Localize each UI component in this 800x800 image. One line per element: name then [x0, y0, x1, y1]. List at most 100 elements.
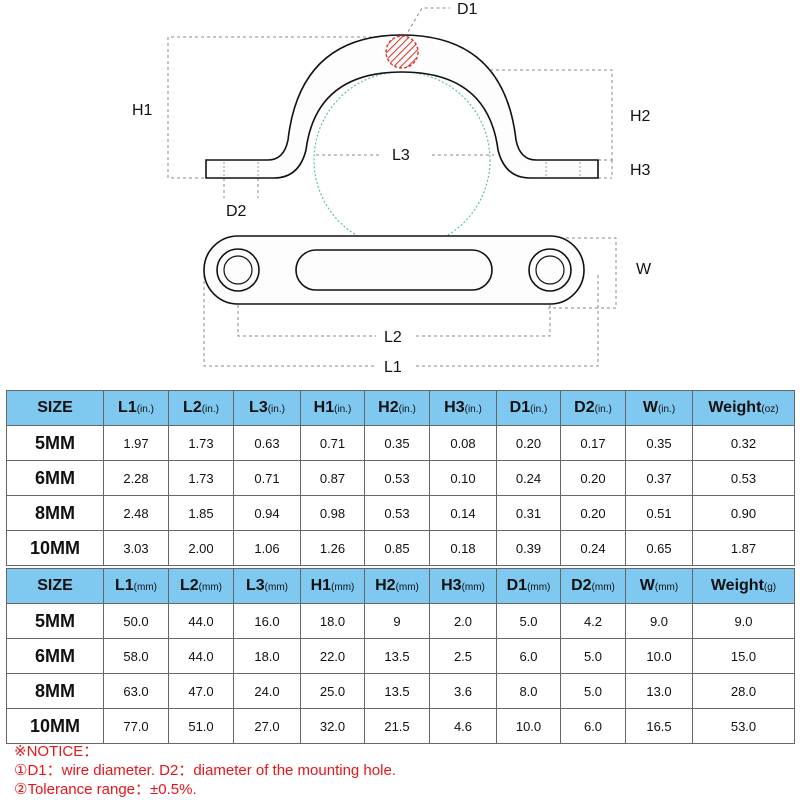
column-header-label: H1 — [313, 399, 335, 416]
value-cell: 15.0 — [692, 638, 795, 674]
value-cell: 10.0 — [496, 708, 561, 744]
value-cell: 13.5 — [364, 673, 430, 709]
value-cell: 0.32 — [692, 425, 795, 461]
value-cell: 22.0 — [300, 638, 365, 674]
column-header-unit: (in.) — [530, 404, 548, 415]
value-cell: 2.48 — [103, 495, 169, 531]
column-header: L1(mm) — [103, 568, 169, 604]
clamp-top-view — [203, 235, 585, 305]
value-cell: 18.0 — [300, 603, 365, 639]
value-cell: 0.14 — [429, 495, 497, 531]
label-h1: H1 — [132, 102, 153, 119]
value-cell: 1.73 — [168, 460, 234, 496]
notice-block: ※NOTICE： ①D1：wire diameter. D2：diameter … — [14, 742, 396, 799]
label-l2: L2 — [384, 329, 402, 346]
value-cell: 13.5 — [364, 638, 430, 674]
notice-line-2: ②Tolerance range：±0.5%. — [14, 781, 197, 798]
column-header-unit: (mm) — [395, 582, 419, 593]
column-header-label: H3 — [444, 399, 465, 416]
value-cell: 2.00 — [168, 530, 234, 566]
value-cell: 32.0 — [300, 708, 365, 744]
label-l1: L1 — [384, 359, 402, 376]
label-w: W — [636, 261, 652, 278]
column-header-label: Weight — [708, 399, 762, 416]
label-d1: D1 — [457, 1, 478, 18]
wire-circle — [313, 71, 491, 249]
clamp-side-view — [205, 34, 599, 179]
column-header-label: D2 — [571, 577, 592, 594]
column-header-label: L1 — [118, 399, 137, 416]
value-cell: 16.5 — [625, 708, 693, 744]
column-header-unit: (in.) — [334, 404, 352, 415]
value-cell: 10.0 — [625, 638, 693, 674]
value-cell: 0.20 — [560, 495, 626, 531]
column-header: SIZE — [6, 390, 104, 426]
value-cell: 47.0 — [168, 673, 234, 709]
column-header-label: W — [642, 399, 658, 416]
value-cell: 0.08 — [429, 425, 497, 461]
value-cell: 0.65 — [625, 530, 693, 566]
column-header: H1(in.) — [300, 390, 365, 426]
value-cell: 13.0 — [625, 673, 693, 709]
value-cell: 0.24 — [560, 530, 626, 566]
value-cell: 1.73 — [168, 425, 234, 461]
value-cell: 51.0 — [168, 708, 234, 744]
technical-drawing: D1 H1 H2 H3 L3 D2 W L2 L1 — [132, 1, 652, 376]
value-cell: 27.0 — [233, 708, 301, 744]
column-header-unit: (mm) — [198, 582, 222, 593]
value-cell: 0.18 — [429, 530, 497, 566]
label-h2: H2 — [630, 108, 651, 125]
column-header: D2(in.) — [560, 390, 626, 426]
column-header: L2(in.) — [168, 390, 234, 426]
value-cell: 0.87 — [300, 460, 365, 496]
value-cell: 0.53 — [364, 460, 430, 496]
column-header-label: L3 — [246, 577, 265, 594]
dimension-lines — [167, 7, 617, 367]
value-cell: 6.0 — [496, 638, 561, 674]
value-cell: 63.0 — [103, 673, 169, 709]
size-cell: 10MM — [6, 708, 104, 744]
value-cell: 0.31 — [496, 495, 561, 531]
column-header-label: Weight — [710, 577, 764, 594]
value-cell: 6.0 — [560, 708, 626, 744]
size-cell: 10MM — [6, 530, 104, 566]
value-cell: 1.26 — [300, 530, 365, 566]
column-header: W(in.) — [625, 390, 693, 426]
value-cell: 44.0 — [168, 638, 234, 674]
column-header: H3(in.) — [429, 390, 497, 426]
value-cell: 4.2 — [560, 603, 626, 639]
value-cell: 21.5 — [364, 708, 430, 744]
column-header-label: H2 — [378, 399, 399, 416]
value-cell: 5.0 — [560, 638, 626, 674]
value-cell: 5.0 — [560, 673, 626, 709]
notice-title: ※NOTICE： — [14, 743, 99, 760]
column-header: Weight(g) — [692, 568, 795, 604]
value-cell: 1.06 — [233, 530, 301, 566]
value-cell: 9.0 — [692, 603, 795, 639]
value-cell: 2.0 — [429, 603, 497, 639]
column-header-unit: (in.) — [201, 404, 219, 415]
value-cell: 18.0 — [233, 638, 301, 674]
column-header-label: D2 — [574, 399, 595, 416]
column-header: H2(mm) — [364, 568, 430, 604]
column-header-unit: (oz) — [761, 404, 779, 415]
size-cell: 6MM — [6, 638, 104, 674]
size-cell: 5MM — [6, 603, 104, 639]
column-header-unit: (mm) — [527, 582, 551, 593]
column-header-unit: (mm) — [331, 582, 355, 593]
value-cell: 8.0 — [496, 673, 561, 709]
column-header-label: SIZE — [37, 577, 73, 594]
notice-line-1: ①D1：wire diameter. D2：diameter of the mo… — [14, 762, 396, 779]
column-header-unit: (mm) — [461, 582, 485, 593]
value-cell: 0.85 — [364, 530, 430, 566]
value-cell: 0.53 — [692, 460, 795, 496]
value-cell: 28.0 — [692, 673, 795, 709]
